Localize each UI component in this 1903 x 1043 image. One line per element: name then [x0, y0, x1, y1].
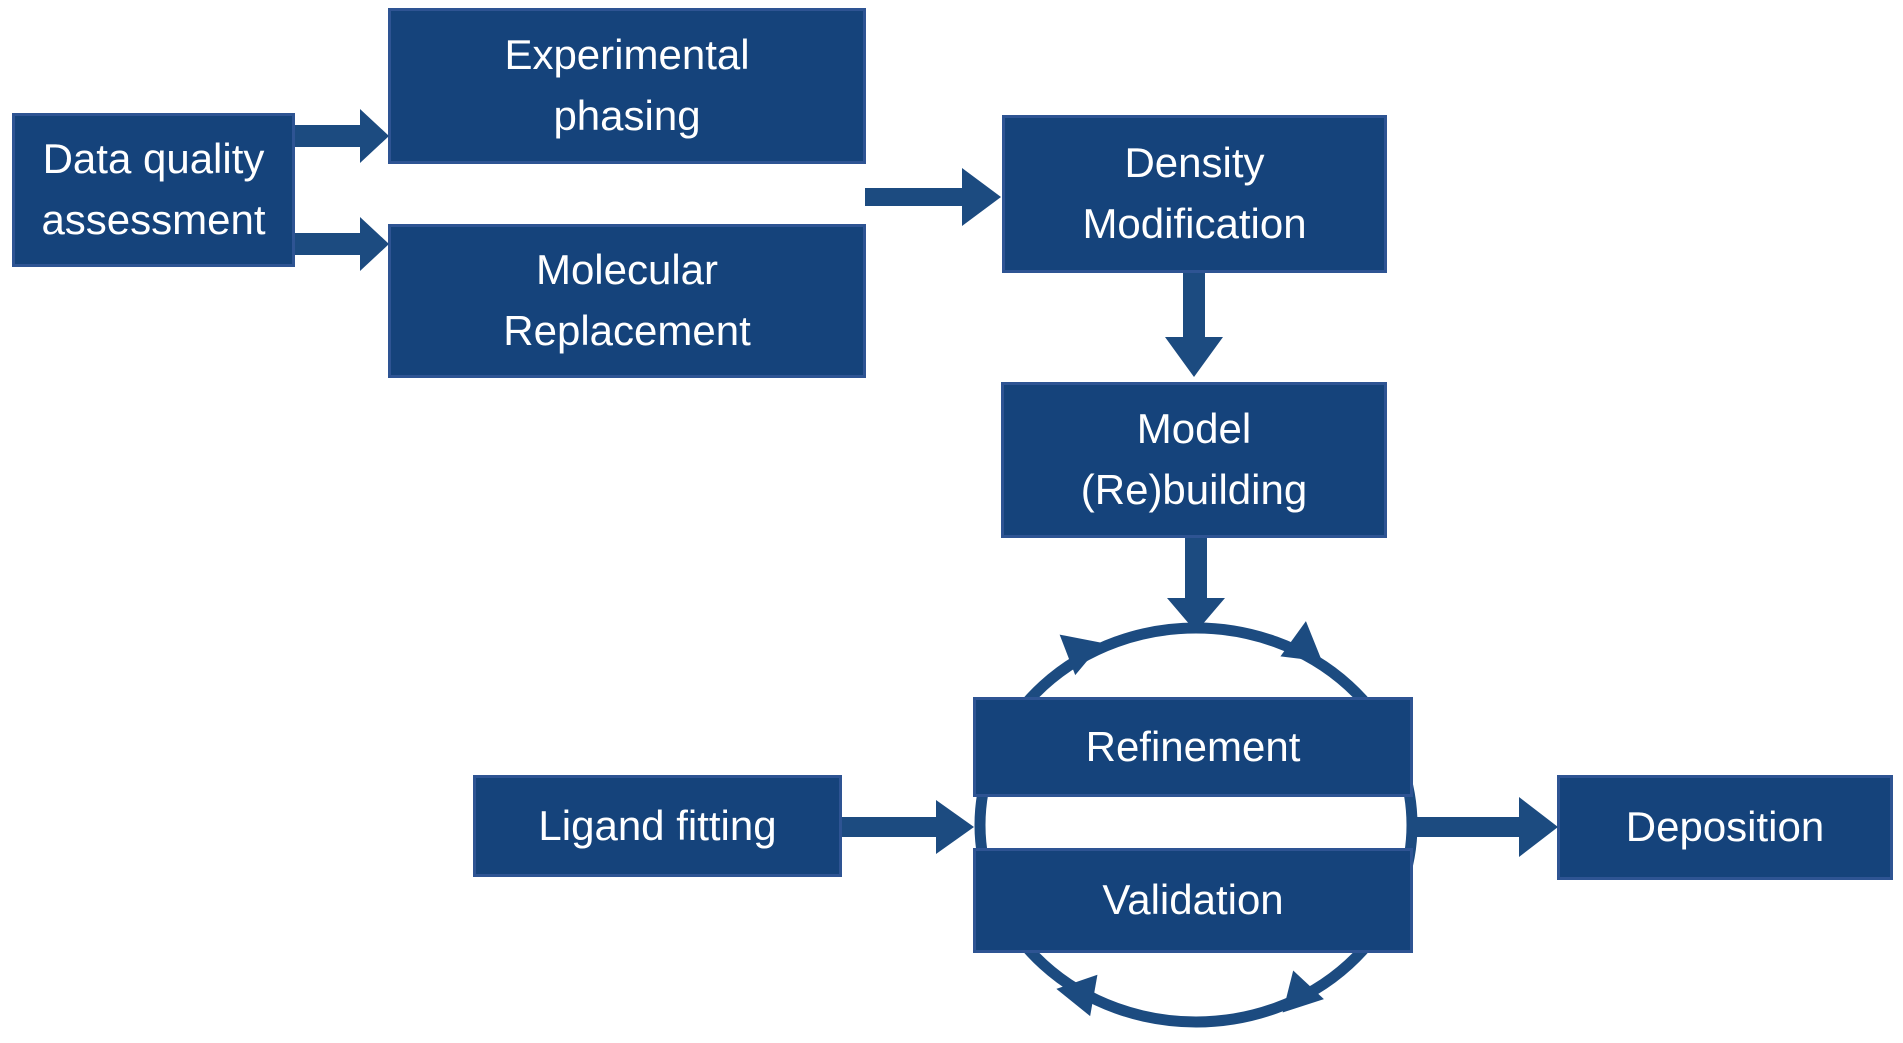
box-label-line: Modification: [1082, 200, 1307, 247]
box-label-line: phasing: [553, 92, 701, 139]
box-molecular-replacement: Molecular Replacement: [388, 224, 866, 378]
box-label-line: Replacement: [503, 307, 751, 354]
box-label-line: Molecular: [535, 246, 719, 294]
cycle-arrowhead-top-right-icon: [1280, 621, 1323, 662]
cycle-arrowhead-bottom-right-icon: [1282, 970, 1324, 1013]
arrow-data-quality-to-molecular-replacement-icon: [295, 217, 389, 271]
arrow-phasing-to-density-modification-icon: [865, 168, 1001, 226]
box-ligand-fitting: Ligand fitting: [473, 775, 842, 877]
box-validation: Validation: [973, 848, 1413, 953]
box-label-line: assessment: [41, 196, 266, 243]
arrow-model-rebuilding-to-cycle-icon: [1167, 538, 1225, 632]
arrow-ligand-fitting-to-cycle-icon: [842, 800, 974, 854]
box-refinement: Refinement: [973, 697, 1413, 797]
box-label: Ligand fitting: [538, 801, 777, 849]
box-label-line: Experimental: [504, 31, 750, 79]
box-label-line: Model: [1136, 405, 1252, 453]
box-experimental-phasing: Experimental phasing: [388, 8, 866, 164]
box-label-line: Data quality: [42, 135, 265, 183]
box-label: Deposition: [1625, 803, 1825, 851]
cycle-gap-mask: [990, 798, 1400, 848]
box-model-rebuilding: Model (Re)building: [1001, 382, 1387, 538]
arrow-cycle-to-deposition-icon: [1412, 797, 1558, 857]
cycle-arrowhead-top-left-icon: [1059, 634, 1103, 676]
box-label: Refinement: [1085, 722, 1301, 770]
box-density-modification: Density Modification: [1002, 115, 1387, 273]
box-label-line: (Re)building: [1080, 466, 1308, 513]
arrow-data-quality-to-experimental-phasing-icon: [295, 109, 389, 163]
box-deposition: Deposition: [1557, 775, 1893, 880]
box-data-quality-assessment: Data quality assessment: [12, 113, 295, 267]
arrow-density-modification-to-model-rebuilding-icon: [1165, 273, 1223, 377]
box-label: Validation: [1102, 876, 1284, 924]
cycle-arrowhead-bottom-left-icon: [1056, 974, 1098, 1017]
box-label-line: Density: [1124, 139, 1265, 187]
